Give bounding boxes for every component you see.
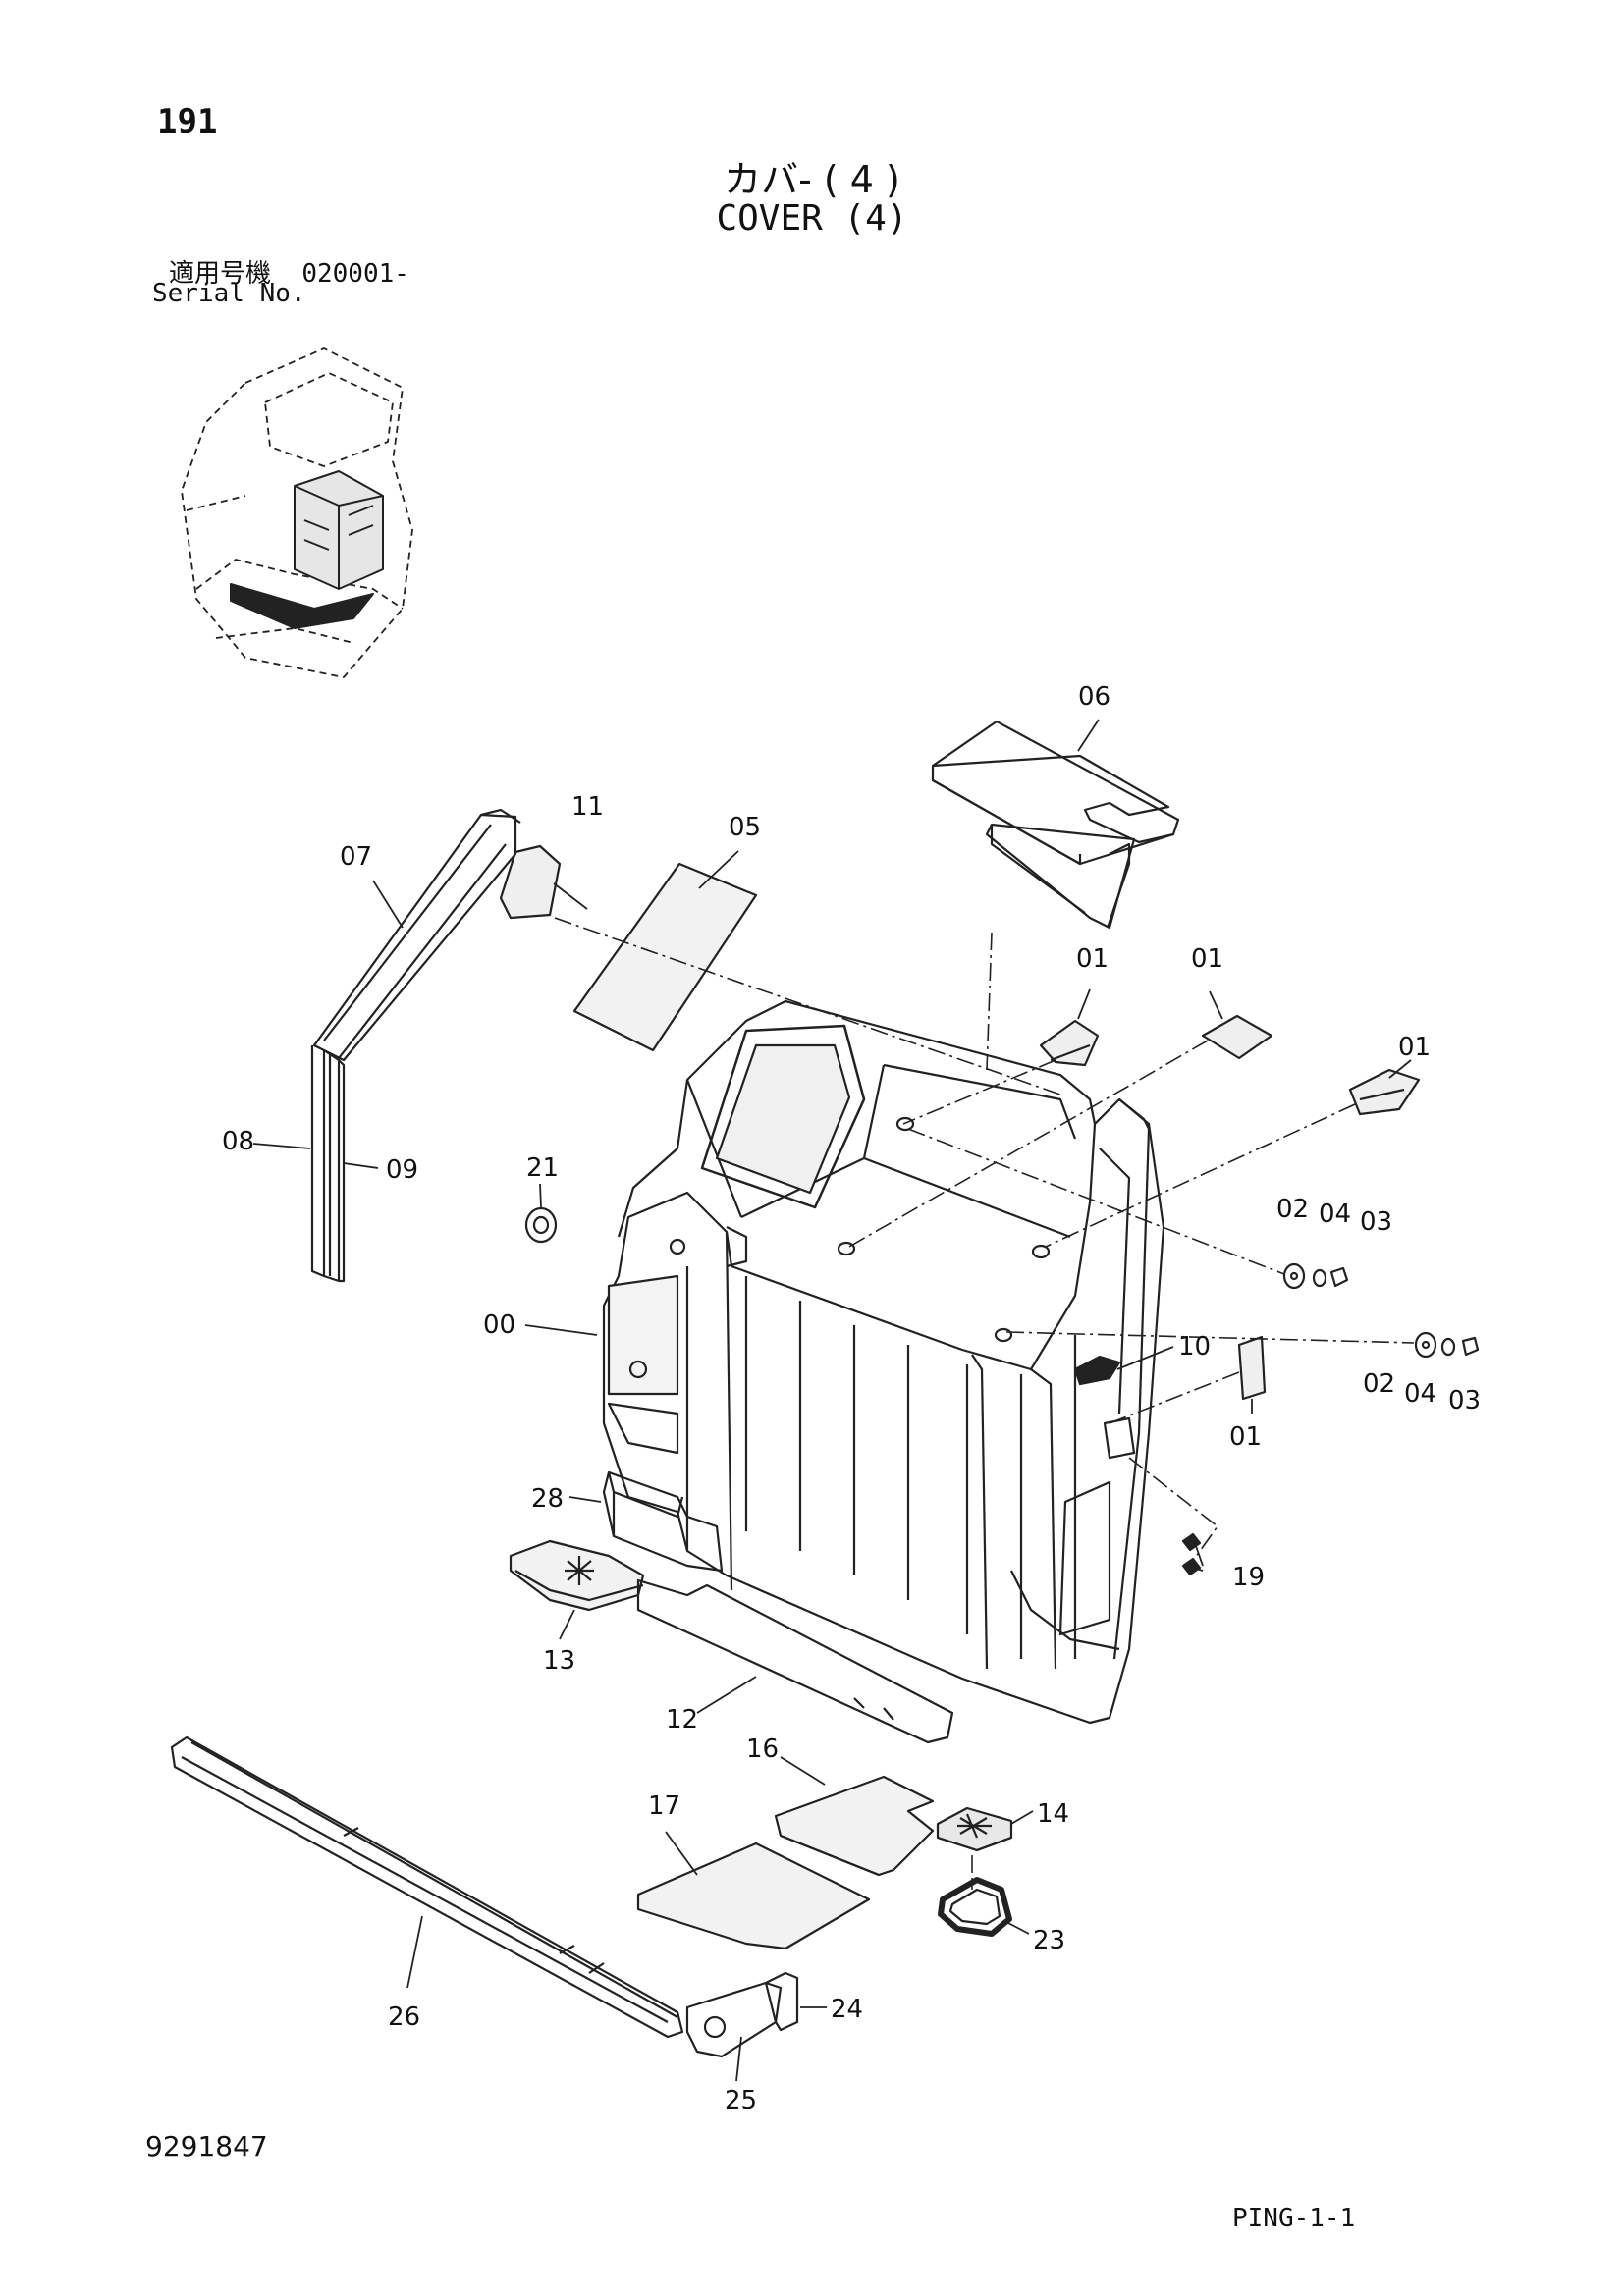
callout-17: 17 — [648, 1791, 680, 1821]
part-24-block — [764, 1971, 799, 2032]
callout-01-d: 01 — [1229, 1422, 1262, 1452]
callout-10: 10 — [1178, 1332, 1211, 1362]
callout-23: 23 — [1033, 1926, 1065, 1955]
part-25-bracket — [685, 1981, 783, 2058]
callout-12: 12 — [666, 1705, 698, 1735]
callout-04-b: 04 — [1404, 1379, 1436, 1409]
assembly-lines — [554, 917, 1415, 1890]
part-01-label-a-fold — [1050, 1043, 1091, 1062]
part-23-ring — [938, 1877, 1012, 1937]
callout-06: 06 — [1078, 682, 1110, 712]
locator-inset — [181, 347, 413, 678]
callout-01-a: 01 — [1076, 944, 1109, 974]
locator-highlight-cover — [230, 470, 384, 629]
part-12-strip — [636, 1578, 954, 1744]
callout-05: 05 — [729, 813, 761, 842]
callout-19: 19 — [1232, 1563, 1265, 1592]
part-01-label-a — [1039, 1019, 1100, 1067]
callout-25: 25 — [725, 2086, 757, 2115]
page-code: PING-1-1 — [1232, 2204, 1356, 2233]
part-02-04-03-hardware-lower — [1414, 1331, 1480, 1359]
callout-21: 21 — [526, 1153, 559, 1183]
callout-labels: 06 11 05 07 01 01 01 08 09 21 02 04 03 0… — [222, 682, 1481, 2115]
part-14-block — [936, 1806, 1013, 1852]
callout-01-b: 01 — [1191, 944, 1223, 974]
title-english: COVER (4) — [716, 198, 908, 239]
part-08-09-vertical-seals — [310, 1045, 346, 1283]
document-number: 9291847 — [145, 2130, 268, 2163]
serial-label-en: Serial No. — [152, 279, 306, 308]
callout-03-a: 03 — [1360, 1207, 1392, 1237]
serial-label-jp: 適用号機 — [169, 259, 272, 289]
callout-04-a: 04 — [1319, 1200, 1351, 1229]
callout-08: 08 — [222, 1127, 254, 1156]
callout-02-a: 02 — [1276, 1195, 1309, 1224]
callout-14: 14 — [1037, 1799, 1069, 1829]
serial-range: 020001- — [301, 259, 409, 289]
part-01-label-d — [1237, 1335, 1267, 1401]
callout-24: 24 — [831, 1995, 863, 2024]
callout-02-b: 02 — [1363, 1369, 1395, 1399]
part-17-pad — [636, 1842, 871, 1950]
part-16-pad — [774, 1775, 935, 1877]
callout-16: 16 — [746, 1735, 779, 1764]
callout-00: 00 — [483, 1310, 515, 1340]
callout-01-c: 01 — [1398, 1033, 1431, 1062]
part-11-label — [499, 844, 562, 920]
part-21-washer — [524, 1206, 558, 1244]
part-02-04-03-hardware-upper — [1282, 1262, 1349, 1290]
leader-lines — [252, 719, 1412, 2082]
callout-11: 11 — [571, 792, 604, 822]
part-07-strip — [312, 808, 521, 1062]
title-japanese: カバ- ( 4 ) — [724, 158, 900, 201]
page-number: 191 — [157, 102, 218, 141]
part-01-label-b — [1201, 1014, 1273, 1060]
part-28-bracket — [602, 1470, 724, 1573]
part-00-main-cover — [602, 999, 1165, 1725]
callout-28: 28 — [531, 1484, 564, 1514]
callout-13: 13 — [543, 1646, 575, 1676]
serial-applicability: 適用号機 020001- — [169, 253, 409, 290]
callout-09: 09 — [386, 1155, 418, 1185]
part-16-pad-edge — [780, 1834, 880, 1877]
part-01-label-c-fold — [1359, 1088, 1405, 1101]
part-06-top-plate — [931, 720, 1180, 930]
callout-03-b: 03 — [1448, 1386, 1481, 1415]
part-05-pad — [572, 862, 758, 1052]
part-01-label-c — [1348, 1068, 1421, 1116]
part-26-rail — [170, 1735, 684, 2039]
part-10-grommet — [1073, 1355, 1121, 1386]
callout-26: 26 — [388, 2002, 420, 2032]
callout-07: 07 — [340, 842, 372, 872]
part-13-support — [509, 1539, 645, 1612]
part-19-nuts — [1181, 1532, 1202, 1576]
part-12-strip-marks — [853, 1697, 894, 1721]
